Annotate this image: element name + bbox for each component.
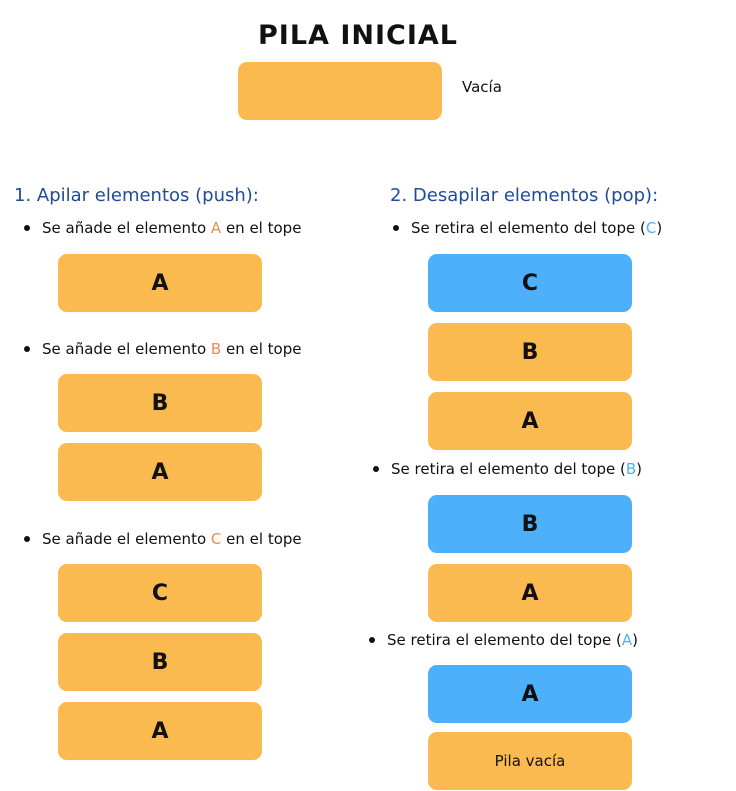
push-step-3-box-1-label: C <box>151 580 169 606</box>
pop-step-2-element: B <box>625 460 637 478</box>
pop-step-3-box-1-label: A <box>521 681 539 707</box>
pop-step-2-box-2: A <box>428 564 632 622</box>
pop-heading: 2. Desapilar elementos (pop): <box>390 185 659 206</box>
push-heading: 1. Apilar elementos (push): <box>14 185 259 206</box>
pop-step-3-prefix: Se retira el elemento del tope <box>387 631 612 649</box>
bullet-icon <box>24 536 30 542</box>
push-step-1-box-1: A <box>58 254 262 312</box>
pop-step-3-empty-label: Pila vacía <box>494 752 566 770</box>
bullet-icon <box>24 346 30 352</box>
pop-step-2-box-1-label: B <box>521 511 539 537</box>
pop-step-2-box-1: B <box>428 495 632 553</box>
pop-step-1-box-2-label: B <box>521 339 539 365</box>
pop-step-2-prefix: Se retira el elemento del tope <box>391 460 616 478</box>
push-step-3-suffix: en el tope <box>226 530 302 548</box>
push-step-1-text: Se añade el elemento A en el tope <box>24 219 301 237</box>
pop-step-1-box-1: C <box>428 254 632 312</box>
bullet-icon <box>373 466 379 472</box>
push-step-3-prefix: Se añade el elemento <box>42 530 207 548</box>
pop-step-1-box-3-label: A <box>521 408 539 434</box>
pop-step-1-box-2: B <box>428 323 632 381</box>
push-step-2-suffix: en el tope <box>225 340 302 358</box>
pop-step-1-prefix: Se retira el elemento del tope <box>411 219 636 237</box>
push-step-2-element: B <box>210 340 222 358</box>
bullet-icon <box>369 637 375 643</box>
pop-step-2-box-2-label: A <box>521 580 539 606</box>
pop-step-1-element: C <box>645 219 657 237</box>
push-step-2-box-1-label: B <box>151 390 169 416</box>
bullet-icon <box>24 225 30 231</box>
pop-step-3-text: Se retira el elemento del tope (A) <box>369 631 638 649</box>
push-step-2-prefix: Se añade el elemento <box>42 340 207 358</box>
push-step-2-box-2: A <box>58 443 262 501</box>
push-step-1-element: A <box>210 219 222 237</box>
bullet-icon <box>393 225 399 231</box>
pop-step-1-box-3: A <box>428 392 632 450</box>
push-step-3-text: Se añade el elemento C en el tope <box>24 530 302 548</box>
pop-step-3-element: A <box>621 631 633 649</box>
pop-step-2-text: Se retira el elemento del tope (B) <box>373 460 642 478</box>
initial-stack-label: Vacía <box>462 78 502 96</box>
pop-step-1-box-1-label: C <box>521 270 539 296</box>
push-step-2-box-1: B <box>58 374 262 432</box>
push-step-3-box-2-label: B <box>151 649 169 675</box>
push-step-3-box-2: B <box>58 633 262 691</box>
push-step-3-box-3: A <box>58 702 262 760</box>
push-step-3-element: C <box>210 530 222 548</box>
pop-step-1-text: Se retira el elemento del tope (C) <box>393 219 662 237</box>
pop-step-3-empty-box: Pila vacía <box>428 732 632 790</box>
push-step-3-box-1: C <box>58 564 262 622</box>
push-step-2-text: Se añade el elemento B en el tope <box>24 340 301 358</box>
page-title: PILA INICIAL <box>258 20 458 51</box>
initial-stack-box <box>238 62 442 120</box>
push-step-3-box-3-label: A <box>151 718 169 744</box>
push-step-2-box-2-label: A <box>151 459 169 485</box>
push-step-1-box-1-label: A <box>151 270 169 296</box>
push-step-1-prefix: Se añade el elemento <box>42 219 207 237</box>
push-step-1-suffix: en el tope <box>225 219 302 237</box>
pop-step-3-box-1: A <box>428 665 632 723</box>
